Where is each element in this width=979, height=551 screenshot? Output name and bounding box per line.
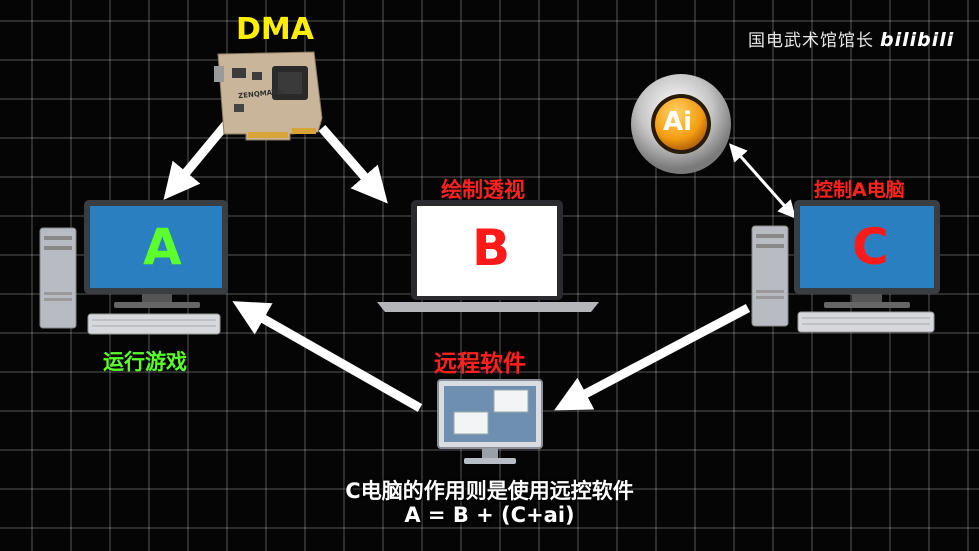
pc-c bbox=[751, 200, 940, 333]
arrow-c-to-remote bbox=[554, 304, 751, 411]
dma-label: DMA bbox=[236, 12, 314, 47]
arrow-remote-to-a bbox=[232, 301, 423, 412]
laptop-b-screen bbox=[417, 206, 557, 296]
laptop-b bbox=[377, 200, 599, 312]
laptop-b-base bbox=[377, 302, 599, 312]
pc-c-caption: 控制A电脑 bbox=[814, 179, 905, 201]
laptop-b-caption: 绘制透视 bbox=[441, 178, 525, 202]
arrow-dma-to-a bbox=[163, 119, 232, 200]
remote-caption: 远程软件 bbox=[434, 351, 526, 377]
remote-software-icon bbox=[437, 379, 543, 464]
channel-name: 国电武术馆馆长 bbox=[748, 31, 874, 51]
dma-card: ZENQMATAL bbox=[214, 51, 323, 141]
laptop-b-letter: B bbox=[472, 219, 511, 277]
arrow-dma-to-b bbox=[318, 125, 388, 204]
pc-c-keyboard bbox=[797, 311, 935, 333]
pc-a-caption: 运行游戏 bbox=[103, 350, 187, 374]
pc-a-keyboard bbox=[87, 313, 221, 335]
pc-c-letter: C bbox=[852, 218, 889, 276]
pc-a-screen bbox=[90, 206, 222, 288]
ai-icon-text: Ai bbox=[663, 107, 693, 137]
pc-a-tower bbox=[39, 227, 77, 329]
subtitle-line-2: A = B + (C+ai) bbox=[404, 503, 575, 527]
pc-c-screen bbox=[800, 206, 934, 288]
pc-c-tower bbox=[751, 225, 789, 327]
pc-a-letter: A bbox=[143, 218, 182, 276]
watermark: 国电武术馆馆长 bilibili bbox=[748, 26, 954, 51]
pc-a bbox=[39, 200, 228, 335]
arrow-ai-c-bidirectional bbox=[729, 143, 796, 219]
ai-sphere-icon bbox=[631, 74, 731, 174]
bilibili-logo: bilibili bbox=[880, 29, 955, 51]
subtitle-line-1: C电脑的作用则是使用远控软件 bbox=[345, 479, 634, 503]
